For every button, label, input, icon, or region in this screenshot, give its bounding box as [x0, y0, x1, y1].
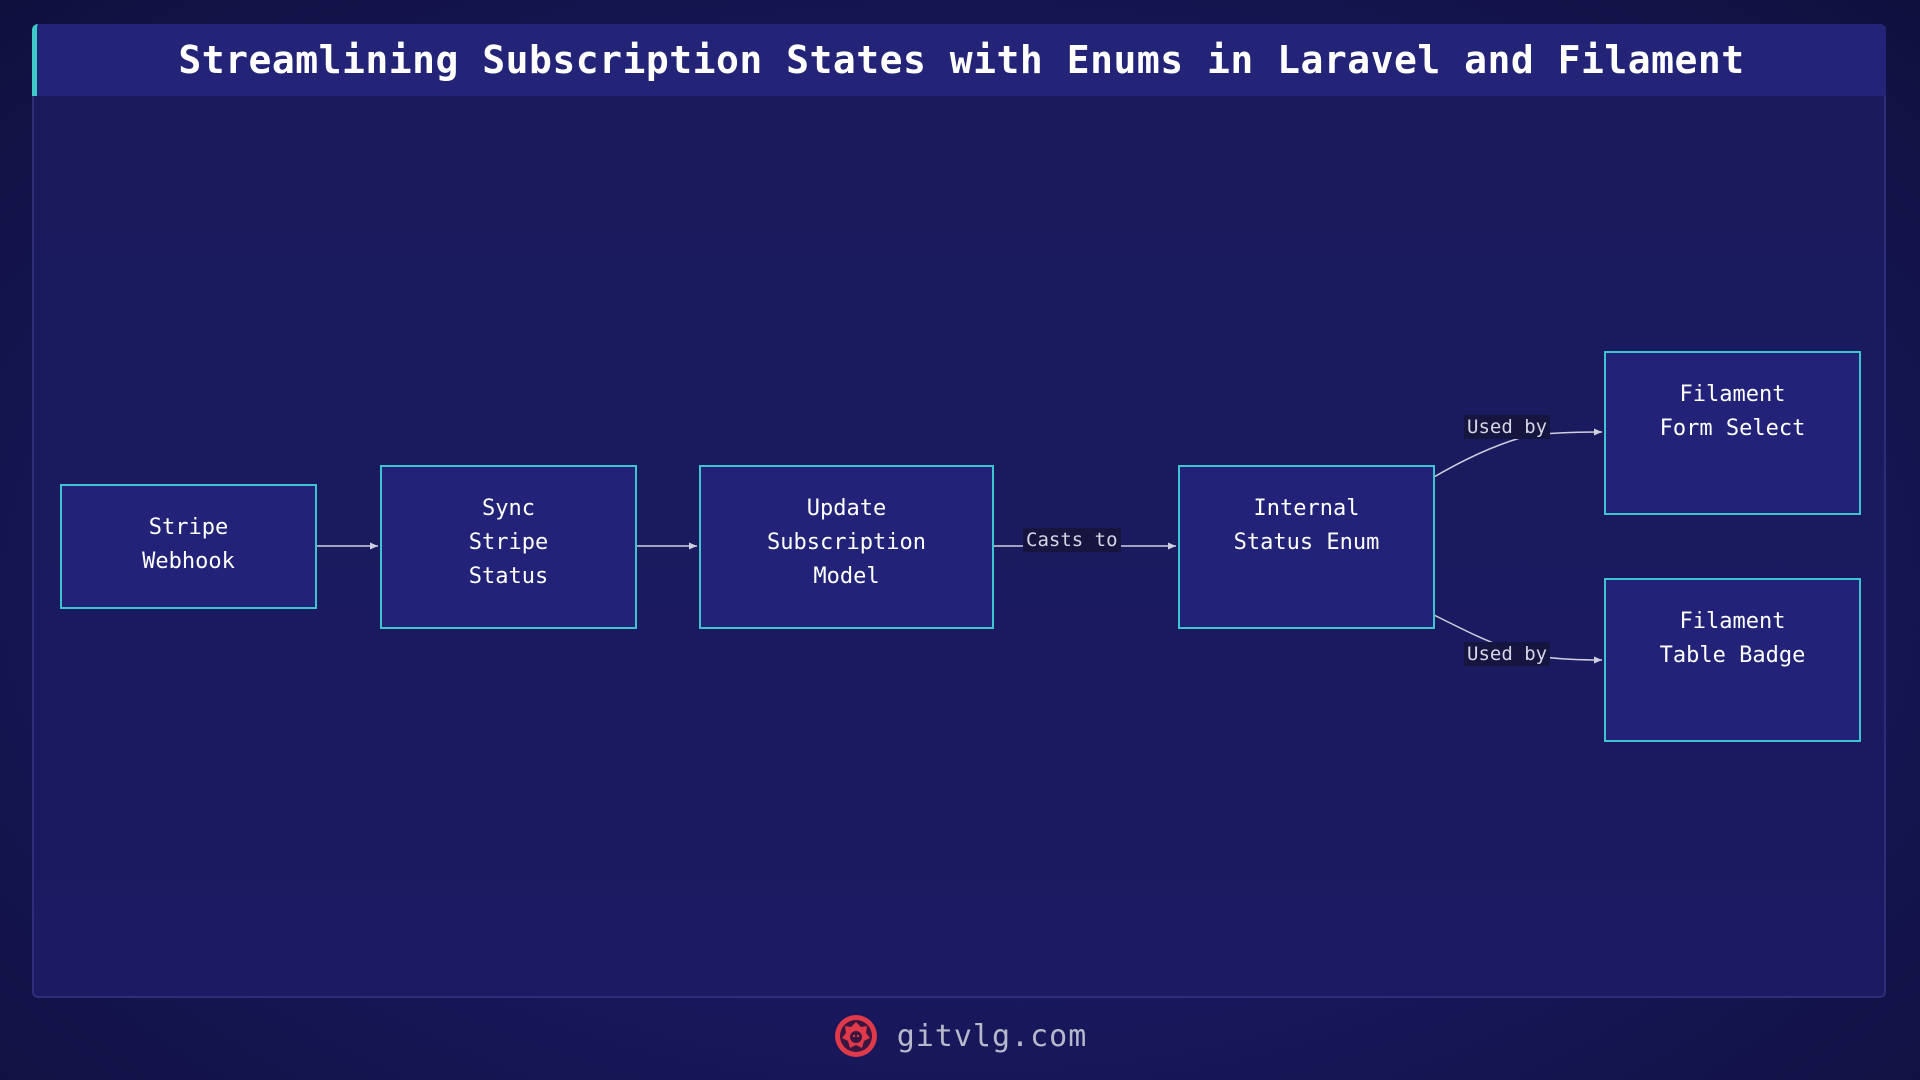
node-label-line: Status Enum — [1233, 530, 1380, 555]
edge-enum-to-table-badge-tail — [1543, 656, 1603, 664]
node-filament-form-select[interactable]: Filament Form Select — [1604, 351, 1861, 515]
node-stripe-webhook[interactable]: Stripe Webhook — [60, 484, 317, 609]
edge-enum-to-form-select — [1433, 437, 1521, 478]
edge-enum-to-table-badge — [1433, 614, 1497, 645]
footer: gitvlg.com — [0, 1012, 1920, 1060]
node-label-line: Stripe — [148, 515, 229, 540]
title-bar: Streamlining Subscription States with En… — [32, 24, 1886, 96]
page-title: Streamlining Subscription States with En… — [178, 38, 1745, 82]
edge-enum-to-form-select-tail — [1543, 428, 1603, 436]
node-label-line: Stripe — [468, 530, 549, 555]
node-label-line: Form Select — [1659, 416, 1806, 441]
node-label-line: Status — [468, 564, 549, 589]
node-label-line: Filament — [1679, 609, 1786, 634]
edge-label-casts-to: Casts to — [1023, 528, 1121, 552]
node-filament-table-badge[interactable]: Filament Table Badge — [1604, 578, 1861, 742]
node-label-line: Internal — [1253, 496, 1360, 521]
lion-logo-icon — [834, 1015, 877, 1057]
node-label-line: Table Badge — [1659, 643, 1806, 668]
footer-site-link[interactable]: gitvlg.com — [896, 1018, 1088, 1054]
node-internal-status-enum[interactable]: Internal Status Enum — [1178, 465, 1435, 629]
node-update-subscription-model[interactable]: Update Subscription Model — [699, 465, 994, 629]
node-label-line: Sync — [482, 496, 535, 521]
node-label-line: Subscription — [767, 530, 926, 555]
edge-label-used-by-top: Used by — [1464, 415, 1551, 439]
edge-label-used-by-bottom: Used by — [1464, 642, 1551, 666]
node-label-line: Model — [813, 564, 880, 589]
node-label-line: Webhook — [142, 549, 235, 574]
node-label-line: Filament — [1679, 382, 1786, 407]
node-sync-stripe-status[interactable]: Sync Stripe Status — [380, 465, 637, 629]
node-label-line: Update — [806, 496, 887, 521]
